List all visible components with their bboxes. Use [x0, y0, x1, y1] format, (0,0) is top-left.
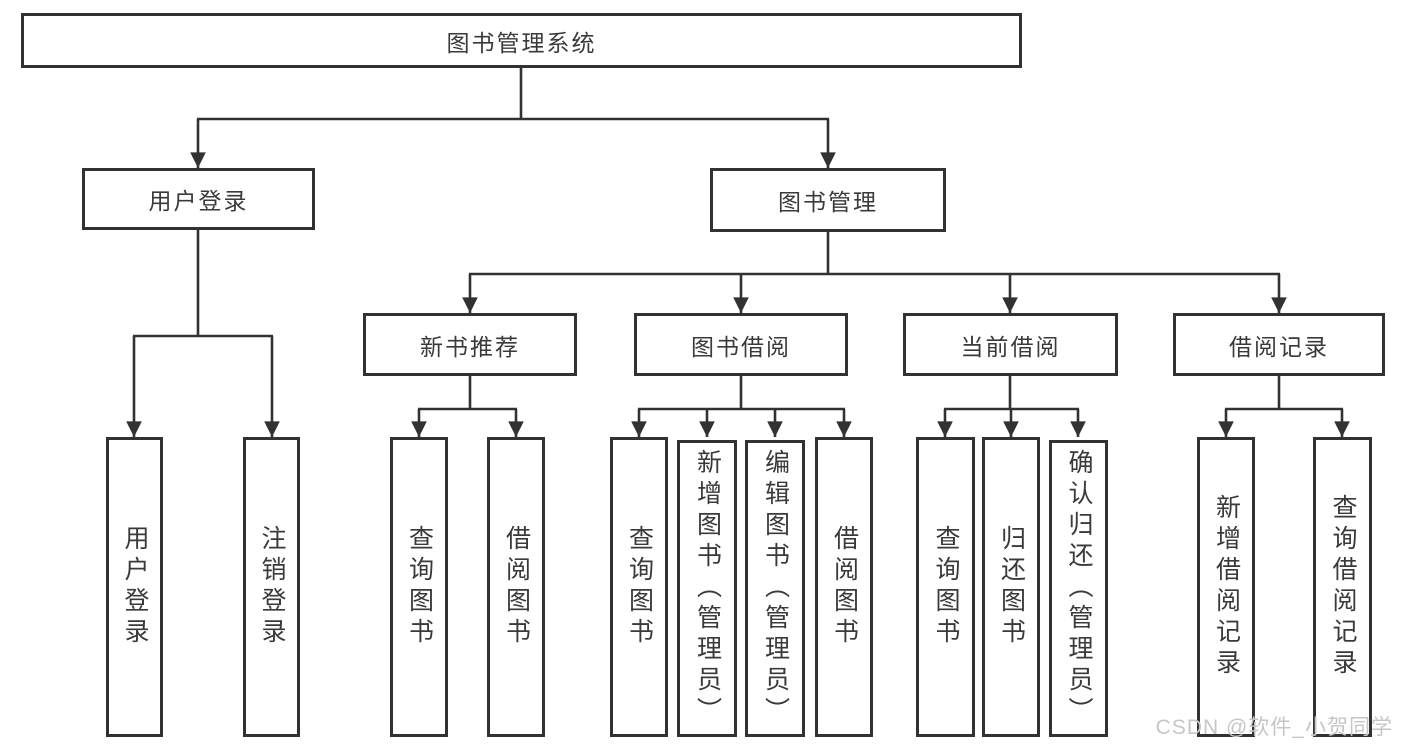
node-book-borrow: 图书借阅 — [634, 313, 848, 376]
leaf-borrow-query-books: 查询图书 — [610, 437, 668, 737]
leaf-records-add-borrow-record: 新增借阅记录 — [1197, 437, 1255, 737]
leaf-current-return-books: 归还图书 — [982, 437, 1040, 737]
node-current-borrow: 当前借阅 — [903, 313, 1118, 376]
node-library-management-system: 图书管理系统 — [21, 13, 1022, 68]
node-user-login: 用户登录 — [82, 168, 315, 230]
leaf-user-login: 用户登录 — [106, 437, 163, 737]
node-borrow-records: 借阅记录 — [1173, 313, 1385, 376]
leaf-borrow-edit-books-admin: 编辑图书（管理员） — [745, 440, 805, 737]
leaf-records-query-borrow-record: 查询借阅记录 — [1313, 437, 1372, 737]
csdn-watermark: CSDN @软件_小贺同学 — [1155, 716, 1393, 739]
leaf-current-query-books: 查询图书 — [916, 437, 975, 737]
leaf-borrow-add-books-admin: 新增图书（管理员） — [677, 440, 737, 737]
leaf-logout-login: 注销登录 — [243, 437, 300, 737]
node-book-management: 图书管理 — [710, 168, 946, 232]
leaf-current-confirm-return-admin: 确认归还（管理员） — [1049, 440, 1108, 737]
node-new-book-recommend: 新书推荐 — [363, 313, 577, 376]
leaf-recommend-query-books: 查询图书 — [390, 437, 448, 737]
leaf-borrow-borrow-books: 借阅图书 — [815, 437, 873, 737]
leaf-recommend-borrow-books: 借阅图书 — [487, 437, 545, 737]
